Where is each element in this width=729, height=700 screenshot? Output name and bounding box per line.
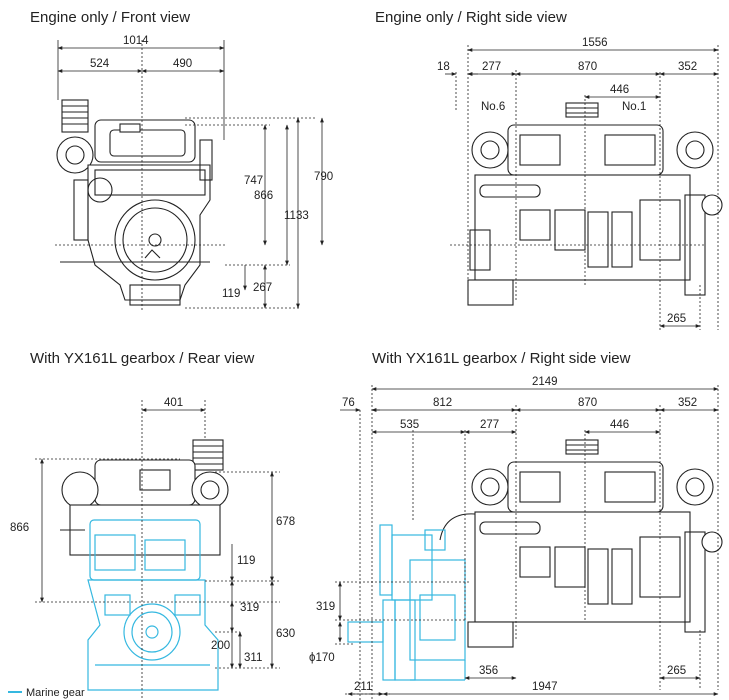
dim-gear-phi170: ϕ170: [309, 652, 335, 664]
right-side-view-drawing: [467, 102, 723, 306]
dim-rear-319: 319: [240, 602, 259, 614]
dim-front-747: 747: [244, 175, 263, 187]
dim-rear-311: 311: [244, 652, 262, 664]
dim-rear-119: 119: [237, 555, 255, 567]
dim-gear-352: 352: [678, 397, 697, 409]
dim-right-1556: 1556: [582, 37, 608, 49]
dim-right-870: 870: [578, 61, 597, 73]
dim-right-277: 277: [482, 61, 501, 73]
title-right-side-view: Engine only / Right side view: [375, 9, 567, 26]
dim-right-18: 18: [437, 61, 450, 73]
title-front-view: Engine only / Front view: [30, 9, 190, 26]
dim-right-352: 352: [678, 61, 697, 73]
dim-front-119: 119: [222, 288, 240, 300]
dim-rear-678: 678: [276, 516, 295, 528]
dim-gear-356: 356: [479, 665, 498, 677]
dim-gear-211: 211: [354, 681, 372, 693]
dim-front-1014: 1014: [123, 35, 149, 47]
dim-gear-535: 535: [400, 419, 419, 431]
dim-front-1133: 1133: [284, 210, 309, 222]
dim-right-446: 446: [610, 84, 629, 96]
label-no1: No.1: [622, 101, 646, 113]
dim-gear-812: 812: [433, 397, 452, 409]
legend-marine-gear-label: Marine gear: [26, 687, 85, 699]
gearbox-right-view-drawing: [439, 439, 723, 648]
gearbox-right-view-marine-gear: [347, 524, 466, 681]
dim-gear-1947: 1947: [532, 681, 558, 693]
dim-gear-2149: 2149: [532, 376, 558, 388]
dim-gear-870: 870: [578, 397, 597, 409]
front-view-drawing: [56, 99, 213, 306]
dim-front-790: 790: [314, 171, 333, 183]
dim-gear-319: 319: [316, 601, 335, 613]
dim-rear-200: 200: [211, 640, 230, 652]
dim-rear-630: 630: [276, 628, 295, 640]
dim-gear-446: 446: [610, 419, 629, 431]
title-gearbox-right-side-view: With YX161L gearbox / Right side view: [372, 350, 631, 367]
dim-gear-76: 76: [342, 397, 355, 409]
dim-front-866: 866: [254, 190, 273, 202]
dim-rear-866: 866: [10, 522, 29, 534]
dim-rear-401: 401: [164, 397, 183, 409]
rear-view-drawing: [60, 439, 229, 556]
dim-right-265: 265: [667, 313, 686, 325]
dim-front-524: 524: [90, 58, 110, 70]
label-no6: No.6: [481, 101, 505, 113]
dim-gear-265: 265: [667, 665, 686, 677]
dim-gear-277: 277: [480, 419, 499, 431]
dim-front-490: 490: [173, 58, 192, 70]
dim-front-267: 267: [253, 282, 272, 294]
title-gearbox-rear-view: With YX161L gearbox / Rear view: [30, 350, 254, 367]
rear-view-marine-gear: [87, 519, 219, 691]
